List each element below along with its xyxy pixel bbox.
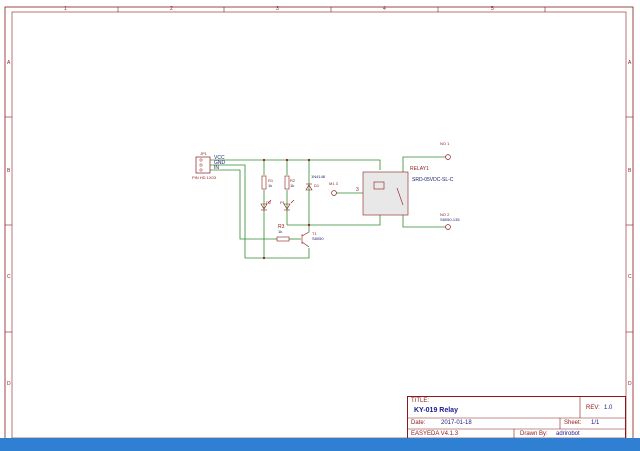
r3-value: 1k bbox=[278, 229, 283, 234]
connector-pin-vcc: VCC bbox=[214, 155, 225, 161]
terminal-m1-label: M1 3 bbox=[329, 181, 338, 186]
led-p1-ref: P1 bbox=[280, 200, 285, 205]
ruler-row-a: A bbox=[7, 60, 11, 66]
diode-value: 1N4148 bbox=[311, 174, 326, 179]
sheet-label: Sheet: bbox=[564, 420, 582, 426]
sheet-frame bbox=[4, 6, 634, 440]
led-d2-ref: D2 bbox=[266, 200, 272, 205]
r2-value: 1k bbox=[290, 183, 295, 188]
relay-coil bbox=[373, 181, 385, 190]
title-value: KY-019 Relay bbox=[414, 407, 458, 414]
transistor-t1 bbox=[301, 231, 310, 248]
side-ruler bbox=[5, 116, 633, 333]
resistor-r1 bbox=[261, 175, 267, 190]
connector-pin-gnd: GND bbox=[214, 160, 226, 166]
relay-value: SRD-05VDC-SL-C bbox=[412, 177, 454, 183]
ruler-row-d-right: D bbox=[628, 381, 632, 387]
transistor-value: S8050 bbox=[312, 236, 324, 241]
terminal-no2-sublabel: S8050-135 bbox=[440, 217, 460, 222]
connector-jp1 bbox=[195, 156, 211, 174]
terminal-m1 bbox=[331, 190, 337, 196]
ruler-col-4: 4 bbox=[383, 6, 386, 12]
software-label: EASYEDA V4.1.3 bbox=[411, 431, 459, 437]
bottom-toolbar bbox=[0, 438, 640, 451]
resistor-r3 bbox=[276, 236, 290, 242]
resistor-r2 bbox=[284, 175, 290, 190]
ruler-col-1: 1 bbox=[64, 6, 67, 12]
transistor-ref: T1 bbox=[312, 231, 317, 236]
led-p1 bbox=[283, 199, 295, 211]
r2-ref: R2 bbox=[290, 178, 296, 183]
relay-ref: RELAY1 bbox=[410, 166, 429, 172]
ruler-row-c-right: C bbox=[628, 274, 632, 280]
r1-ref: R1 bbox=[268, 178, 274, 183]
ruler-row-b-right: B bbox=[628, 168, 632, 174]
led-d2 bbox=[260, 199, 272, 211]
ruler-row-d: D bbox=[7, 381, 11, 387]
date-label: Date: bbox=[411, 420, 426, 426]
connector-pin-in: IN bbox=[214, 165, 219, 171]
ruler-row-c: C bbox=[7, 274, 11, 280]
diode-d1 bbox=[305, 183, 313, 191]
title-label: TITLE: bbox=[411, 398, 430, 404]
ruler-row-a-right: A bbox=[628, 60, 632, 66]
relay-body bbox=[362, 171, 409, 216]
ruler-row-b: B bbox=[7, 168, 11, 174]
drawn-label: Drawn By: bbox=[520, 431, 548, 437]
connector-ref: JP1 bbox=[200, 151, 207, 156]
ruler-col-3: 3 bbox=[276, 6, 279, 12]
rev-value: 1.0 bbox=[604, 405, 613, 411]
terminal-no2-label: NO 2 bbox=[440, 212, 450, 217]
sheet-value: 1/1 bbox=[591, 420, 600, 426]
ruler-col-5: 5 bbox=[491, 6, 494, 12]
wires bbox=[210, 156, 446, 259]
relay-pin-3: 3 bbox=[356, 187, 359, 193]
date-value: 2017-01-18 bbox=[441, 420, 472, 426]
top-ruler bbox=[117, 7, 546, 12]
r3-ref: R3 bbox=[278, 224, 285, 230]
ruler-col-2: 2 bbox=[170, 6, 173, 12]
rev-label: REV: bbox=[586, 405, 600, 411]
r1-value: 1k bbox=[268, 183, 273, 188]
connector-value: PIN HD 1X03 bbox=[192, 175, 217, 180]
drawn-value: adrirobot bbox=[556, 431, 580, 437]
terminal-no2 bbox=[445, 224, 451, 230]
diode-ref: D1 bbox=[314, 183, 320, 188]
terminal-no1 bbox=[445, 154, 451, 160]
junctions bbox=[262, 158, 311, 260]
terminal-no1-label: NO 1 bbox=[440, 141, 450, 146]
